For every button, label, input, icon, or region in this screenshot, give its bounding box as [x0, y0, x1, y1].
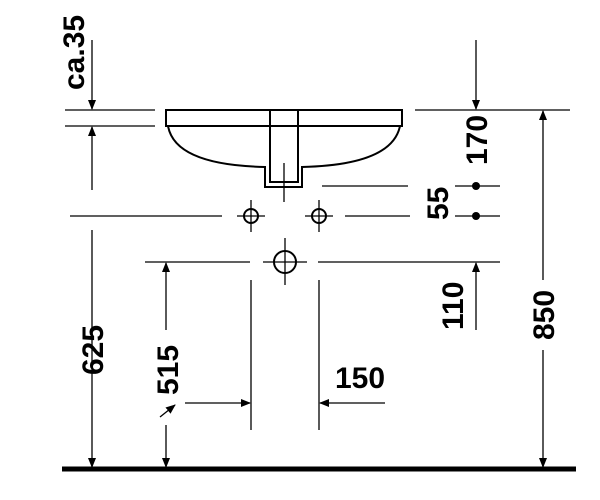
dim-rim-to-floor: 625 [77, 325, 110, 375]
basin [165, 109, 403, 202]
dim-hole-offset: 110 [437, 282, 470, 330]
dim-outlet-width: 150 [335, 362, 385, 395]
outlet-hole [145, 238, 500, 285]
tap-holes [70, 200, 410, 232]
dim-top-clearance: ca.35 [58, 15, 91, 90]
dim-outlet-height: 515 [152, 345, 185, 395]
dim-hole-spacing: 55 [422, 187, 455, 220]
dim-basin-height: 170 [461, 115, 494, 165]
dim-total-height: 850 [528, 290, 561, 340]
